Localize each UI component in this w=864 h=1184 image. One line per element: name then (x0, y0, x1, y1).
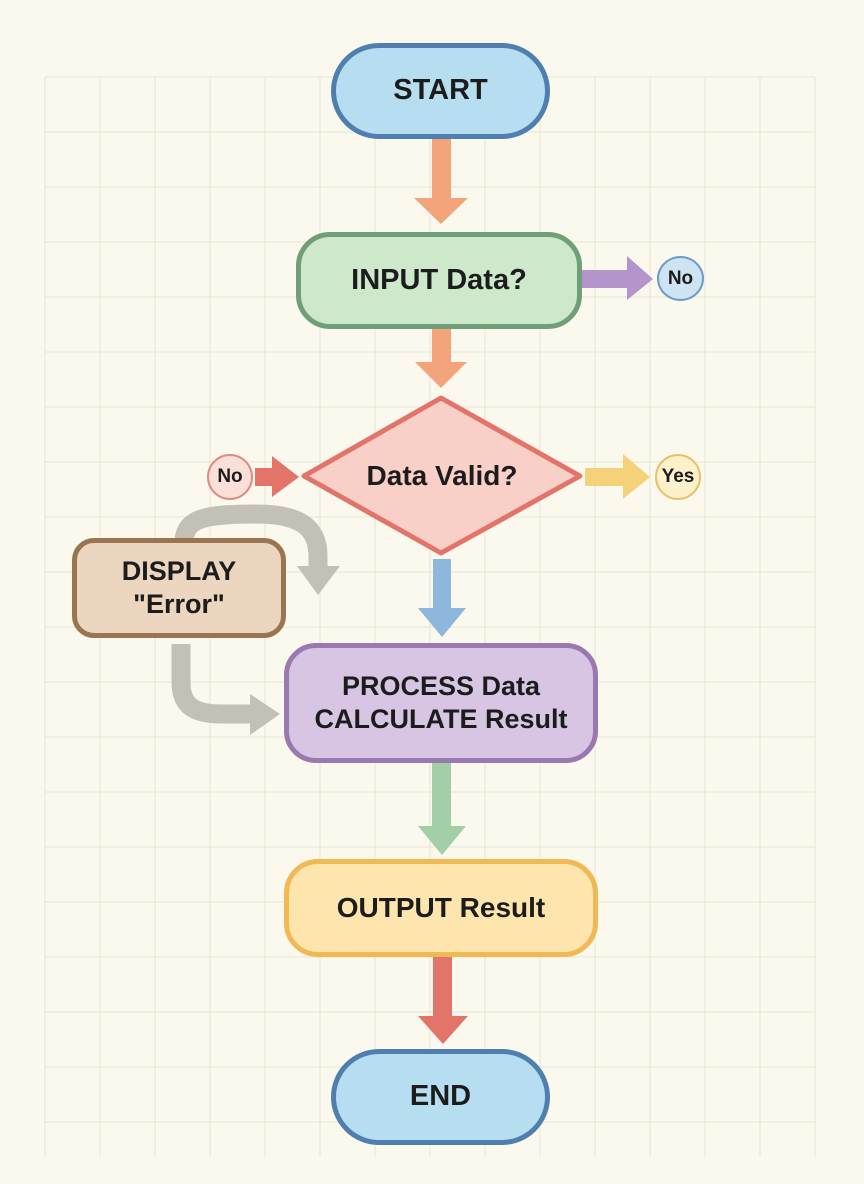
end-terminal: END (331, 1049, 550, 1145)
decision-no-badge: No (207, 454, 253, 500)
input-no-badge: No (657, 256, 704, 301)
display-error-node: DISPLAY "Error" (72, 538, 286, 638)
input-label: INPUT Data? (351, 263, 527, 296)
arrow-start-to-input (414, 139, 468, 224)
display-error-label: DISPLAY "Error" (121, 556, 237, 619)
process-label: PROCESS Data CALCULATE Result (314, 671, 568, 734)
input-node: INPUT Data? (296, 232, 582, 329)
arrow-display-to-process (171, 644, 250, 724)
output-node: OUTPUT Result (284, 859, 598, 957)
arrow-input-to-decision (415, 329, 467, 388)
arrow-input-to-no (582, 256, 653, 300)
arrow-loop-back-head (297, 566, 340, 595)
arrow-process-to-output (418, 763, 466, 855)
arrow-decision-to-process (418, 559, 466, 637)
arrow-display-to-process-head (250, 694, 280, 735)
decision-yes-badge: Yes (655, 454, 701, 500)
arrow-loop-back (174, 504, 328, 566)
output-label: OUTPUT Result (336, 891, 546, 923)
arrow-no-to-decision (255, 456, 299, 497)
start-label: START (393, 74, 488, 107)
arrow-decision-to-yes (585, 454, 650, 499)
end-label: END (409, 1080, 472, 1113)
start-terminal: START (331, 43, 550, 139)
decision-diamond (301, 395, 583, 556)
decision-label: Data Valid? (366, 460, 518, 491)
arrow-output-to-end (418, 957, 468, 1044)
process-node: PROCESS Data CALCULATE Result (284, 643, 598, 763)
